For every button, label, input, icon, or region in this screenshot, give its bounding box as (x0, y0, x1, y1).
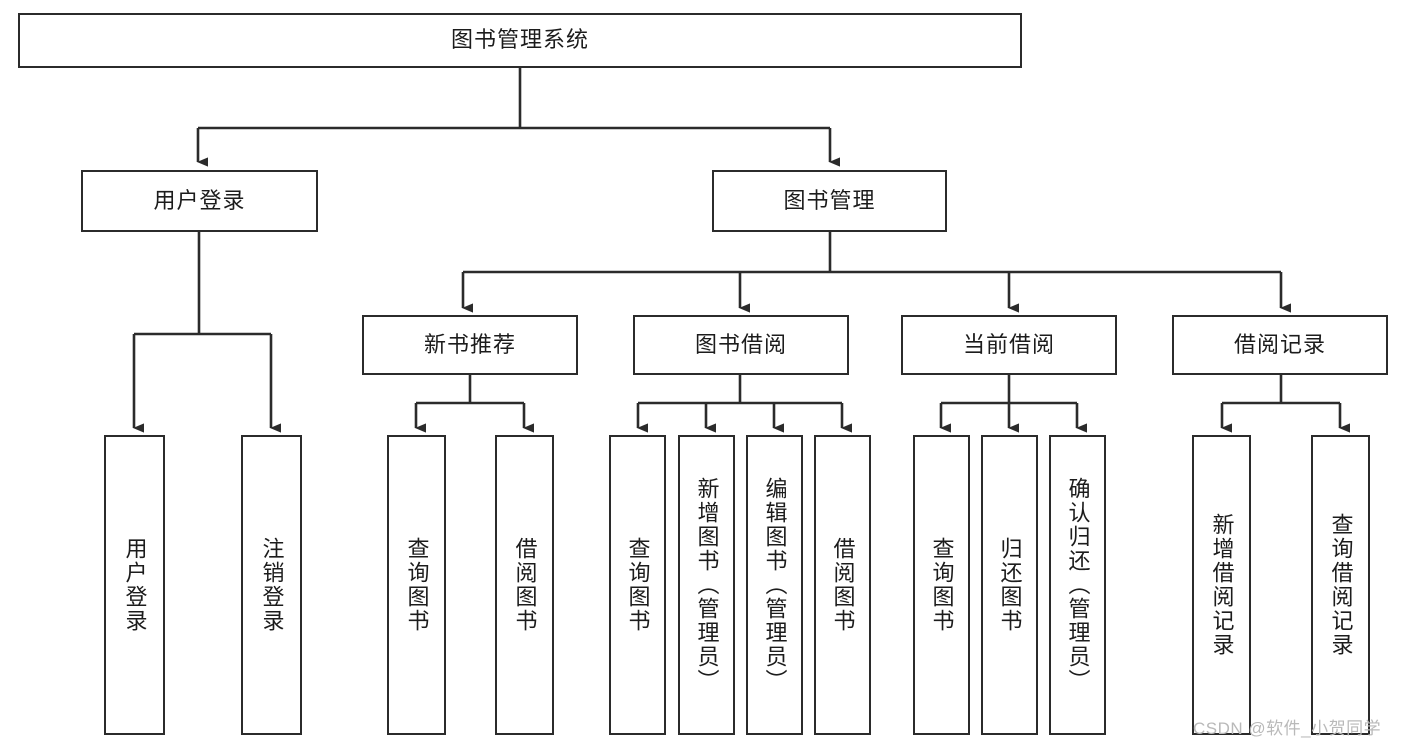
node-leaf-borrow-book-1[interactable]: 借阅图书 (495, 435, 554, 735)
node-leaf-query-book-2[interactable]: 查询图书 (609, 435, 666, 735)
node-book-management[interactable]: 图书管理 (712, 170, 947, 232)
node-label: 借阅图书 (512, 537, 538, 633)
node-user-login[interactable]: 用户登录 (81, 170, 318, 232)
node-current-borrow[interactable]: 当前借阅 (901, 315, 1117, 375)
node-label: 查询图书 (929, 537, 955, 633)
node-leaf-user-login[interactable]: 用户登录 (104, 435, 165, 735)
node-leaf-add-book-admin[interactable]: 新增图书（管理员） (678, 435, 735, 735)
node-leaf-borrow-book-2[interactable]: 借阅图书 (814, 435, 871, 735)
node-label: 图书管理 (783, 187, 876, 213)
node-label: 确认归还（管理员） (1065, 477, 1091, 693)
node-label: 新书推荐 (423, 331, 516, 357)
node-leaf-logout-login[interactable]: 注销登录 (241, 435, 302, 735)
node-label: 归还图书 (997, 537, 1023, 633)
node-label: 新增图书（管理员） (694, 477, 720, 693)
node-label: 借阅图书 (830, 537, 856, 633)
node-leaf-query-book-1[interactable]: 查询图书 (387, 435, 446, 735)
node-label: 当前借阅 (962, 331, 1055, 357)
node-leaf-return-book[interactable]: 归还图书 (981, 435, 1038, 735)
node-label: 图书借阅 (694, 331, 787, 357)
node-leaf-query-book-3[interactable]: 查询图书 (913, 435, 970, 735)
node-label: 查询图书 (404, 537, 430, 633)
node-label: 借阅记录 (1233, 331, 1326, 357)
node-label: 编辑图书（管理员） (762, 477, 788, 693)
node-leaf-add-borrow-record[interactable]: 新增借阅记录 (1192, 435, 1251, 735)
node-label: 图书管理系统 (450, 27, 589, 53)
node-book-management-system[interactable]: 图书管理系统 (18, 13, 1022, 68)
node-label: 用户登录 (153, 187, 246, 213)
node-leaf-confirm-return-admin[interactable]: 确认归还（管理员） (1049, 435, 1106, 735)
node-label: 查询借阅记录 (1328, 513, 1354, 657)
node-label: 新增借阅记录 (1209, 513, 1235, 657)
node-new-book-recommend[interactable]: 新书推荐 (362, 315, 578, 375)
node-leaf-edit-book-admin[interactable]: 编辑图书（管理员） (746, 435, 803, 735)
node-label: 用户登录 (122, 537, 148, 633)
node-book-borrow[interactable]: 图书借阅 (633, 315, 849, 375)
node-borrow-record[interactable]: 借阅记录 (1172, 315, 1388, 375)
node-label: 查询图书 (625, 537, 651, 633)
node-leaf-query-borrow-record[interactable]: 查询借阅记录 (1311, 435, 1370, 735)
node-label: 注销登录 (259, 537, 285, 633)
